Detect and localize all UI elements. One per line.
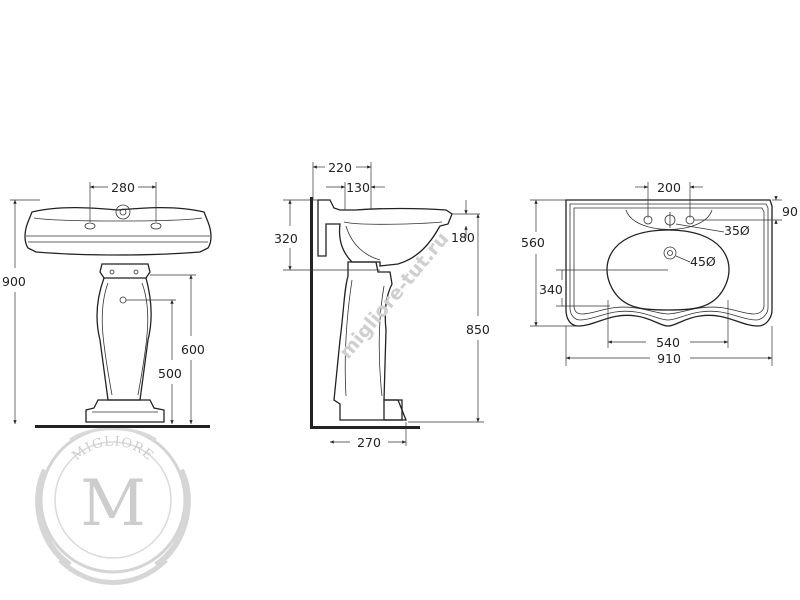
dim-side-tap-depth: 130 xyxy=(346,180,370,195)
logo-brand-text: MIGLIORE xyxy=(70,434,156,464)
dim-front-tap-width: 280 xyxy=(111,180,135,195)
dim-side-bowl-height: 320 xyxy=(274,231,298,246)
top-dimensions: 200 90 560 35Ø 45Ø 340 540 910 xyxy=(521,180,798,366)
dim-side-total-depth: 220 xyxy=(328,160,352,175)
side-dimensions: 220 130 320 180 850 270 xyxy=(274,160,490,450)
dim-side-base-depth: 270 xyxy=(357,435,381,450)
front-dimensions: 280 900 600 500 xyxy=(2,180,205,424)
dim-top-tap-spacing: 200 xyxy=(657,180,681,195)
dim-top-tap-offset: 90 xyxy=(782,204,798,219)
dim-side-rim-floor-height: 850 xyxy=(466,322,490,337)
side-view xyxy=(317,199,453,421)
svg-text:MIGLIORE: MIGLIORE xyxy=(70,434,157,464)
front-view xyxy=(24,204,212,423)
dim-front-total-height: 900 xyxy=(2,274,26,289)
migliore-logo-watermark: MIGLIORE M xyxy=(35,426,191,585)
dim-top-tap-hole: 35Ø xyxy=(724,223,750,238)
dim-top-bowl-depth: 340 xyxy=(539,282,563,297)
dim-top-total-width: 910 xyxy=(657,351,681,366)
front-floor-line xyxy=(35,425,210,428)
dim-front-outlet-height: 500 xyxy=(158,366,182,381)
dim-front-pedestal-height: 600 xyxy=(181,342,205,357)
dim-side-rim-height: 180 xyxy=(451,230,475,245)
dim-top-bowl-width: 540 xyxy=(656,335,680,350)
dim-top-drain-hole: 45Ø xyxy=(690,254,716,269)
side-floor-line xyxy=(310,426,420,429)
side-wall-line xyxy=(310,197,313,429)
site-watermark: migliore-tut.ru xyxy=(335,228,453,363)
top-view xyxy=(565,199,773,327)
dim-top-depth: 560 xyxy=(521,235,545,250)
logo-monogram: M xyxy=(80,467,146,541)
